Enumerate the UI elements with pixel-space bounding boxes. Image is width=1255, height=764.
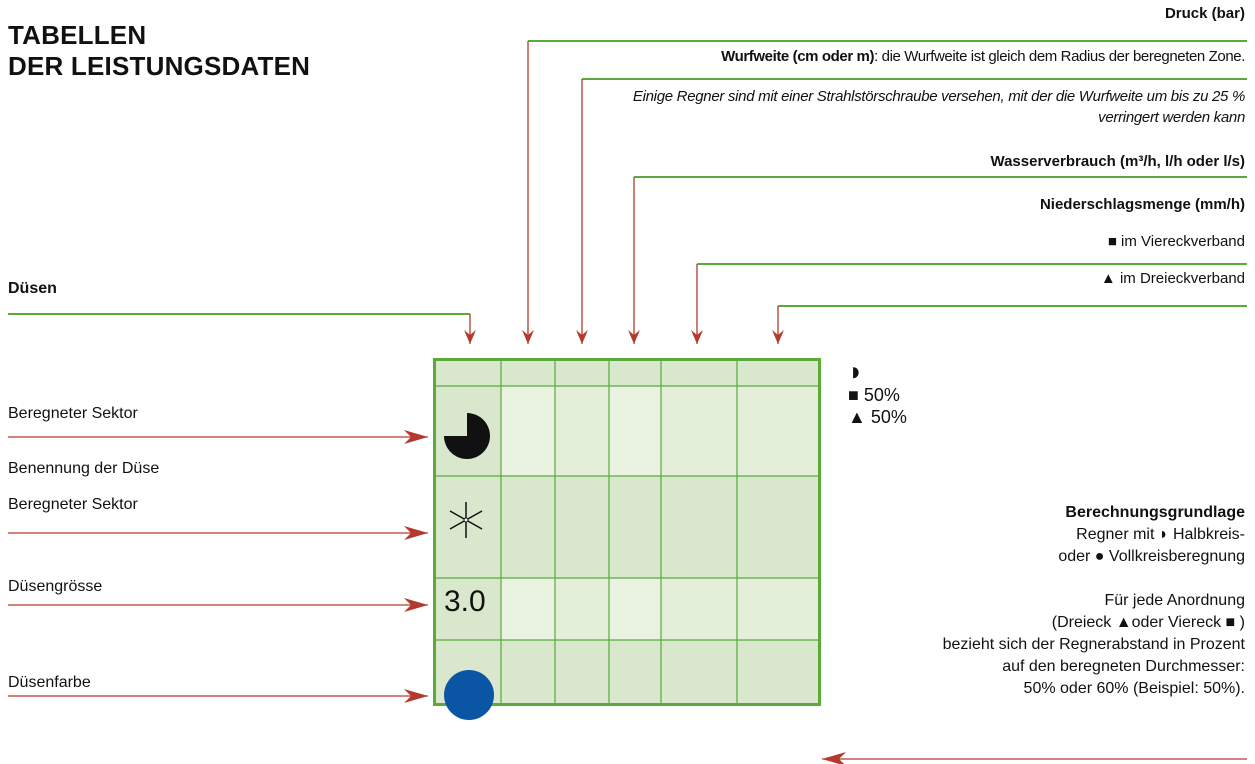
title-line-1: TABELLEN [8, 20, 147, 50]
calc-heading: Berechnungsgrundlage [1065, 504, 1245, 521]
half-circle-icon: ◗ [848, 356, 864, 386]
spacing-legend: ◗ ■ 50% ▲ 50% [848, 358, 907, 428]
label-beregneter-sektor-1: Beregneter Sektor [8, 405, 138, 422]
nozzle-star-icon [449, 502, 483, 538]
label-wurfweite-bold: Wurfweite (cm oder m) [721, 48, 875, 65]
calculation-basis-note: Berechnungsgrundlage Regner mit ◗ Halbkr… [943, 502, 1245, 700]
calc-line-3: Für jede Anordnung [1104, 592, 1245, 609]
label-viereckverband: ■ im Viereckverband [1108, 233, 1245, 250]
performance-table-grid [433, 358, 821, 706]
label-duesenfarbe: Düsenfarbe [8, 674, 91, 691]
title-line-2: DER LEISTUNGSDATEN [8, 51, 311, 81]
grid-lines [433, 358, 821, 706]
label-beregneter-sektor-2: Beregneter Sektor [8, 496, 138, 513]
calc-line-4: (Dreieck ▲oder Viereck ■ ) [1051, 614, 1245, 631]
label-wurfweite-rest: : die Wurfweite ist gleich dem Radius de… [874, 48, 1245, 65]
calc-line-6: auf den beregneten Durchmesser: [1002, 658, 1245, 675]
dreieckverband-text: im Dreieckverband [1119, 270, 1245, 287]
grid-light-cells [501, 386, 821, 640]
legend-square-50: ■ 50% [848, 385, 900, 405]
note-line-2: verringert werden kann [1098, 109, 1245, 126]
label-wasserverbrauch: Wasserverbrauch (m³/h, l/h oder l/s) [990, 153, 1245, 170]
nozzle-size-value: 3.0 [444, 585, 486, 618]
label-niederschlagsmenge: Niederschlagsmenge (mm/h) [1039, 196, 1245, 213]
page-title: TABELLEN DER LEISTUNGSDATEN [8, 20, 310, 82]
calc-line-5: bezieht sich der Regnerabstand in Prozen… [942, 636, 1245, 653]
calc-line-7: 50% oder 60% (Beispiel: 50%). [1023, 680, 1245, 697]
nozzle-color-blue-dot-icon [444, 670, 494, 720]
label-benennung-der-duese: Benennung der Düse [8, 460, 160, 477]
red-right-arrows [8, 430, 428, 703]
legend-triangle-50: ▲ 50% [848, 407, 907, 427]
grid-border [433, 358, 821, 706]
square-icon: ■ [1107, 233, 1117, 250]
calc-line-2: oder ● Vollkreisberegnung [1058, 548, 1245, 565]
label-druck: Druck (bar) [1164, 5, 1245, 22]
sector-three-quarter-icon [444, 413, 490, 459]
viereckverband-text: im Viereckverband [1121, 233, 1245, 250]
label-wurfweite: Wurfweite (cm oder m): die Wurfweite ist… [721, 48, 1245, 65]
label-dreieckverband: ▲ im Dreieckverband [1101, 270, 1245, 287]
triangle-icon: ▲ [1100, 270, 1116, 287]
red-down-arrows [464, 41, 784, 344]
label-duesengroesse: Düsengrösse [8, 578, 103, 595]
green-leader-lines [8, 40, 1247, 315]
note-line-1: Einige Regner sind mit einer Strahlstörs… [632, 88, 1245, 105]
label-strahlstoerschraube-note: Einige Regner sind mit einer Strahlstörs… [633, 86, 1245, 128]
calc-line-1: Regner mit ◗ Halbkreis- [1076, 526, 1245, 543]
label-duesen: Düsen [8, 280, 57, 297]
